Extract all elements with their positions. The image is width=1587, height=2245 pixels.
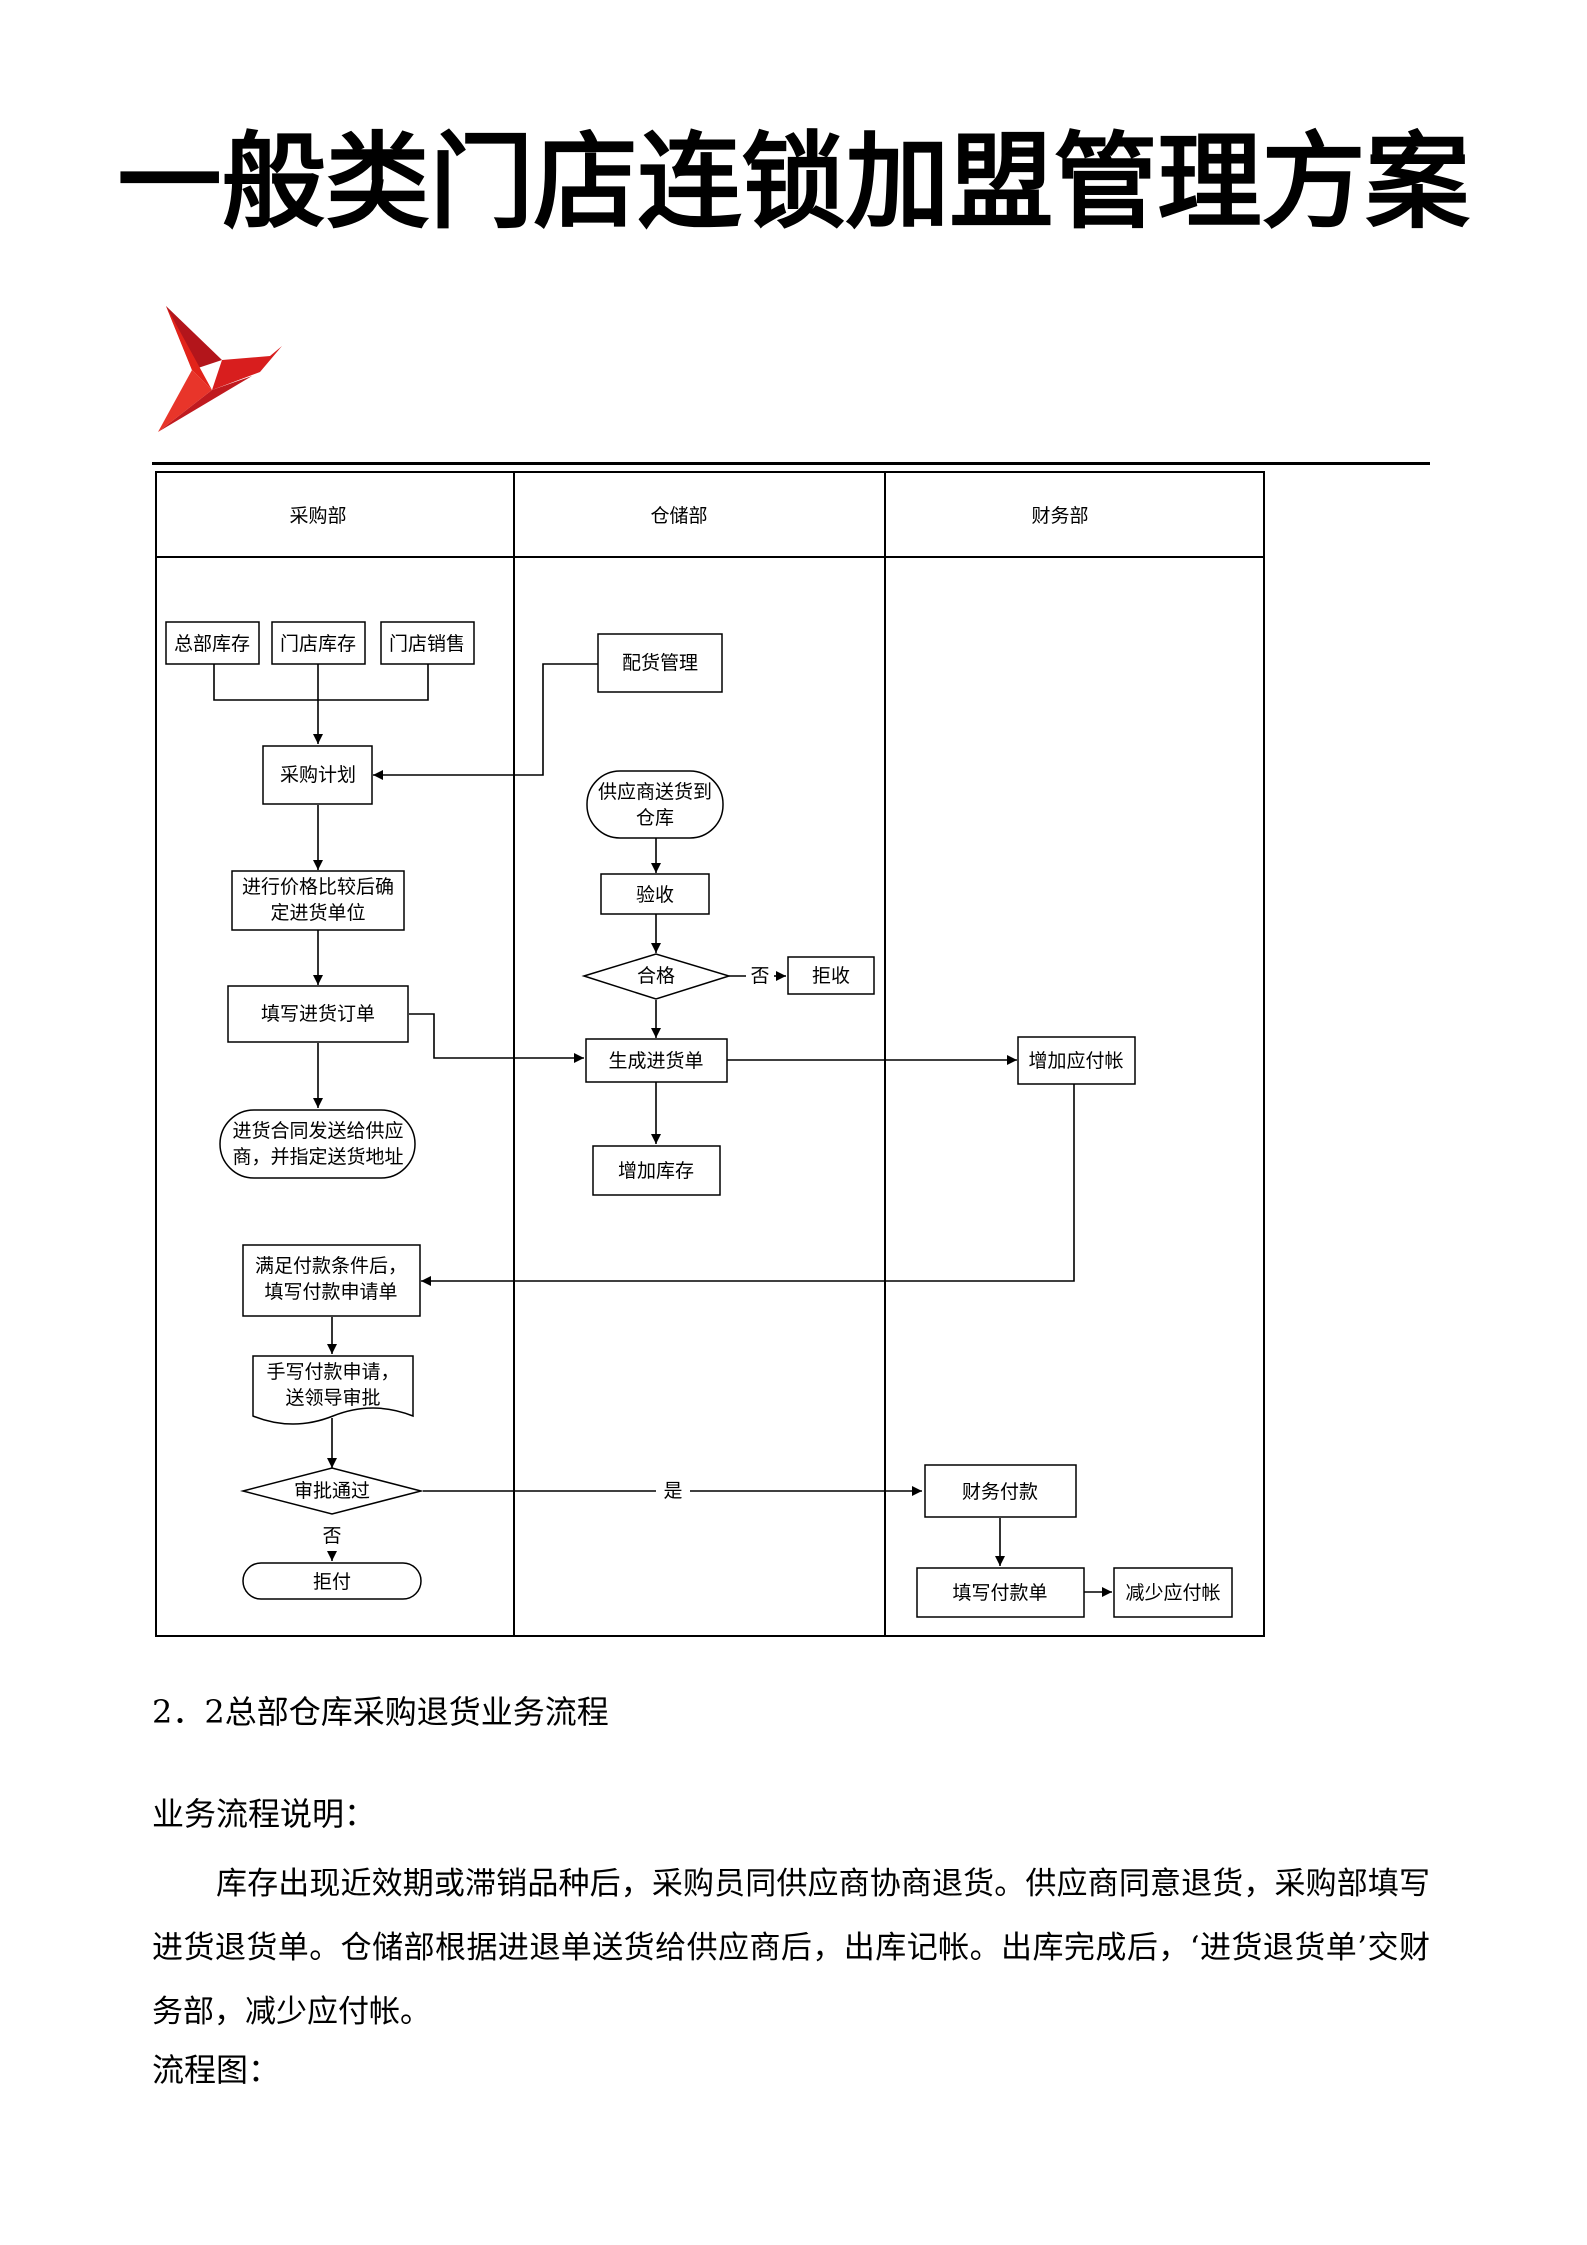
node-approve-label: 审批通过 [294, 1480, 370, 1502]
node-fill-pay-slip: 填写付款单 [916, 1567, 1085, 1618]
node-add-payable: 增加应付帐 [1017, 1036, 1136, 1085]
lane-header-purchasing: 采购部 [289, 505, 346, 527]
node-reduce-payable: 减少应付帐 [1113, 1567, 1233, 1618]
document-title: 一般类门店连锁加盟管理方案 [117, 121, 1470, 243]
flowchart: 采购部 仓储部 财务部 [155, 471, 1265, 1637]
node-add-stock: 增加库存 [592, 1145, 721, 1196]
node-qualified-label: 合格 [637, 965, 675, 987]
node-gen-receipt-label: 生成进货单 [608, 1050, 703, 1072]
node-contract-label-2: 商，并指定送货地址 [232, 1146, 403, 1168]
lane-header-warehouse: 仓储部 [650, 505, 707, 527]
node-handwrite-request-label-1: 手写付款申请， [266, 1361, 399, 1383]
node-refuse-label: 拒收 [812, 965, 850, 987]
node-fill-po: 填写进货订单 [227, 985, 409, 1043]
node-reject-pay: 拒付 [242, 1562, 422, 1600]
node-hq-stock-label: 总部库存 [174, 633, 250, 655]
edge-label-no-approve: 否 [322, 1525, 341, 1547]
node-payment-condition-label-2: 填写付款申请单 [264, 1281, 397, 1303]
node-finance-pay-label: 财务付款 [962, 1481, 1038, 1503]
node-distribution: 配货管理 [597, 633, 723, 693]
node-purchase-plan: 采购计划 [262, 745, 373, 805]
node-store-sales: 门店销售 [380, 621, 475, 665]
node-fill-pay-slip-label: 填写付款单 [952, 1582, 1047, 1604]
flow-description-paragraph: 库存出现近效期或滞销品种后，采购员同供应商协商退货。供应商同意退货，采购部填写进… [152, 1866, 1430, 2030]
header-rule [152, 462, 1430, 465]
node-compare-price: 进行价格比较后确 定进货单位 [231, 870, 405, 931]
node-finance-pay: 财务付款 [924, 1464, 1077, 1518]
node-store-stock: 门店库存 [271, 621, 366, 665]
node-add-payable-label: 增加应付帐 [1028, 1050, 1123, 1072]
node-store-stock-label: 门店库存 [280, 633, 356, 655]
node-reduce-payable-label: 减少应付帐 [1125, 1582, 1220, 1604]
node-reject-pay-label: 拒付 [313, 1571, 351, 1593]
node-fill-po-label: 填写进货订单 [261, 1003, 375, 1025]
node-add-stock-label: 增加库存 [618, 1160, 694, 1182]
node-compare-price-label-1: 进行价格比较后确 [242, 876, 394, 898]
node-contract: 进货合同发送给供应 商，并指定送货地址 [219, 1109, 416, 1179]
node-qualified: 合格 [581, 953, 732, 1000]
node-handwrite-request-label-2: 送领导审批 [285, 1387, 380, 1409]
node-supplier-deliver-label-1: 供应商送货到 [598, 781, 712, 803]
lane-header-finance: 财务部 [1031, 505, 1088, 527]
node-store-sales-label: 门店销售 [389, 633, 465, 655]
node-payment-condition: 满足付款条件后， 填写付款申请单 [242, 1244, 421, 1317]
node-supplier-deliver-label-2: 仓库 [636, 807, 674, 829]
node-inspect-label: 验收 [636, 884, 674, 906]
node-hq-stock: 总部库存 [165, 621, 260, 665]
node-gen-receipt: 生成进货单 [585, 1038, 728, 1083]
logo [152, 300, 282, 435]
node-refuse: 拒收 [787, 956, 875, 995]
red-bird-logo-icon [158, 306, 282, 432]
section-heading: 2．2总部仓库采购退货业务流程 [152, 1693, 609, 1731]
node-contract-label-1: 进货合同发送给供应 [232, 1120, 403, 1142]
node-compare-price-label-2: 定进货单位 [270, 902, 365, 924]
flow-description-label: 业务流程说明： [152, 1795, 377, 1833]
node-handwrite-request: 手写付款申请， 送领导审批 [252, 1355, 414, 1425]
edge-label-yes-approve: 是 [663, 1480, 682, 1502]
flow-chart-label: 流程图： [152, 2051, 281, 2089]
connectors [213, 663, 1112, 1597]
node-distribution-label: 配货管理 [622, 652, 698, 674]
node-payment-condition-label-1: 满足付款条件后， [255, 1255, 407, 1277]
node-inspect: 验收 [600, 873, 710, 915]
node-approve: 审批通过 [240, 1467, 424, 1515]
edge-label-no-qualified: 否 [750, 965, 769, 987]
node-purchase-plan-label: 采购计划 [280, 764, 356, 786]
node-supplier-deliver: 供应商送货到 仓库 [586, 770, 724, 839]
swimlane-frame [155, 471, 1265, 1637]
